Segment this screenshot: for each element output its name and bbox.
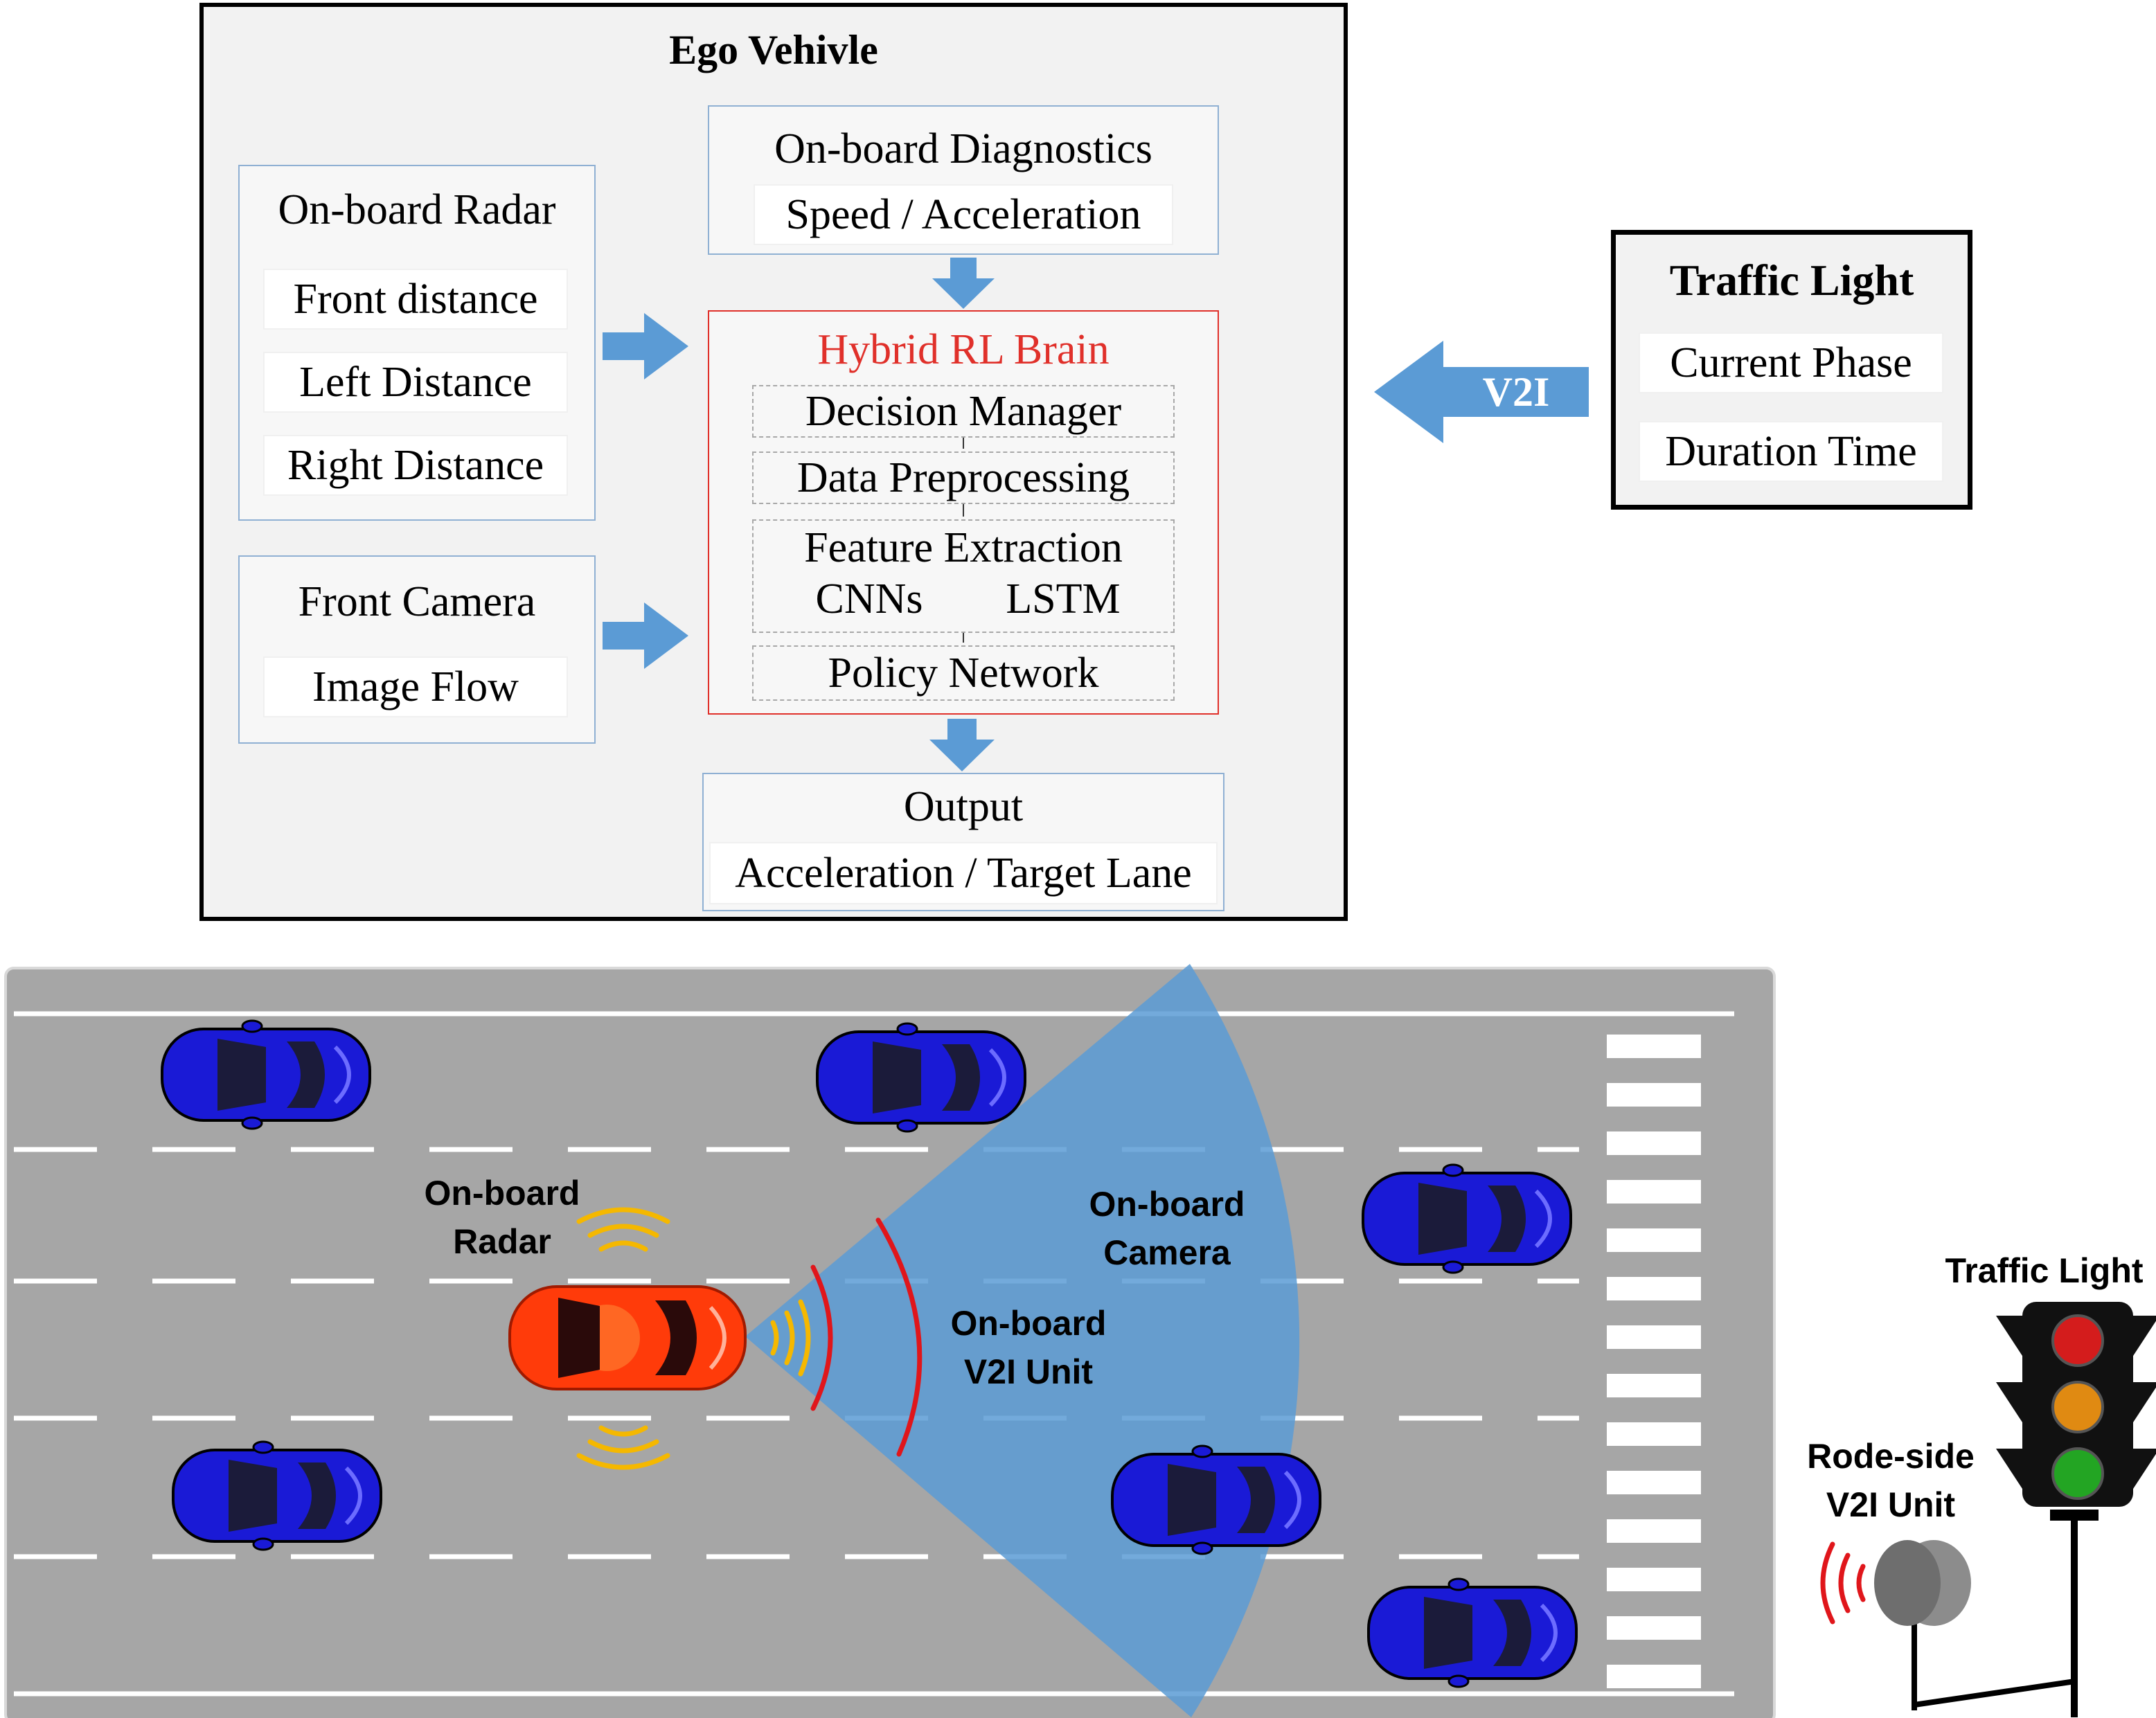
v2i-arrow-label: V2I — [1482, 369, 1550, 415]
scene-roadside-label: Rode-side V2I Unit — [1787, 1432, 1995, 1529]
scene-roadside-label-line2: V2I Unit — [1826, 1485, 1956, 1524]
decision-manager: Decision Manager — [752, 385, 1175, 438]
scene-v2i-unit-label: On-board V2I Unit — [914, 1299, 1143, 1396]
traffic-light-box-title: Traffic Light — [1669, 256, 1914, 305]
hybrid-rl-brain-title: Hybrid RL Brain — [817, 326, 1110, 373]
camera-image-flow: Image Flow — [263, 656, 568, 717]
radar-waves — [576, 1207, 811, 1470]
output-acceleration-target-lane: Acceleration / Target Lane — [709, 842, 1218, 904]
traffic-light-red — [2051, 1314, 2104, 1367]
scene-camera-label-line2: Camera — [1103, 1233, 1231, 1272]
radar-right-distance: Right Distance — [263, 435, 568, 496]
obd-title: On-board Diagnostics — [774, 125, 1152, 172]
blue-car-6 — [1369, 1579, 1576, 1687]
traffic-light-current-phase: Current Phase — [1639, 332, 1943, 393]
scene-radar-label-line1: On-board — [424, 1174, 580, 1213]
cnns-label: CNNs — [815, 575, 923, 623]
traffic-light-duration-time: Duration Time — [1639, 421, 1943, 482]
scene-v2i-unit-label-line1: On-board — [950, 1304, 1107, 1343]
radar-title: On-board Radar — [278, 186, 556, 233]
v2i-waves — [810, 1217, 923, 1457]
ego-car — [508, 1285, 747, 1390]
ego-vehicle-title: Ego Vehivle — [669, 27, 878, 73]
roadside-v2i-unit — [1820, 1540, 2076, 1710]
blue-car-3 — [1363, 1165, 1571, 1273]
blue-car-4 — [173, 1442, 381, 1550]
lstm-label: LSTM — [1006, 575, 1121, 623]
traffic-light-amber — [2051, 1381, 2104, 1433]
camera-title: Front Camera — [298, 578, 536, 625]
traffic-light-green — [2051, 1447, 2104, 1500]
obd-speed-acceleration: Speed / Acceleration — [754, 184, 1173, 245]
scene-radar-label: On-board Radar — [388, 1169, 616, 1266]
radar-left-distance: Left Distance — [263, 352, 568, 413]
crosswalk — [1607, 1035, 1701, 1688]
feature-extraction-box — [752, 519, 1175, 633]
output-title: Output — [903, 783, 1024, 830]
data-preprocessing: Data Preprocessing — [752, 451, 1175, 504]
blue-car-2 — [817, 1023, 1025, 1131]
traffic-light — [1996, 1302, 2156, 1717]
scene-roadside-label-line1: Rode-side — [1807, 1437, 1975, 1476]
scene-camera-label-line1: On-board — [1089, 1185, 1245, 1224]
scene-traffic-light-label: Traffic Light — [1945, 1251, 2144, 1290]
scene-radar-label-line2: Radar — [453, 1222, 551, 1261]
blue-car-1 — [162, 1021, 370, 1129]
lane-markings — [14, 1147, 1579, 1559]
policy-network: Policy Network — [752, 645, 1175, 701]
feature-extraction-title: Feature Extraction — [804, 524, 1123, 571]
radar-front-distance: Front distance — [263, 269, 568, 330]
blue-car-5 — [1112, 1446, 1320, 1554]
scene-camera-label: On-board Camera — [1053, 1180, 1281, 1277]
scene-v2i-unit-label-line2: V2I Unit — [963, 1352, 1094, 1391]
